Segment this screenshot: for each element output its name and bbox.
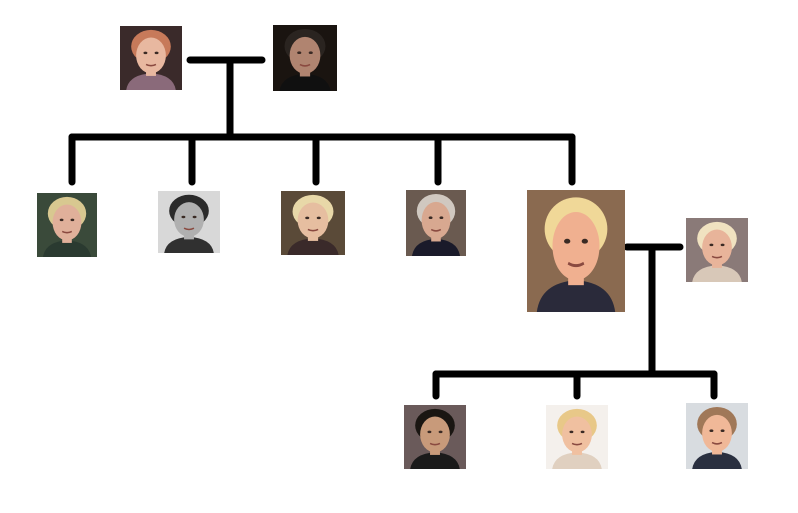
portrait-older-man-suit (406, 190, 466, 256)
portrait-older-woman-blonde-graphic (37, 193, 97, 257)
portrait-older-man-suit-graphic (406, 190, 466, 256)
portrait-older-woman-red-hair-graphic (120, 26, 182, 90)
portrait-older-man-mustache (273, 25, 337, 91)
portrait-older-woman-red-hair (120, 26, 182, 90)
portrait-woman-platinum-updo-graphic (686, 218, 748, 282)
portrait-woman-long-blonde-hair-graphic (546, 405, 608, 469)
portrait-man-dark-beard (404, 405, 466, 469)
portrait-woman-blonde-hair (281, 191, 345, 255)
portrait-man-blonde-hair-graphic (527, 190, 625, 312)
portrait-woman-blonde-hair-graphic (281, 191, 345, 255)
portrait-woman-long-blonde-hair (546, 405, 608, 469)
portrait-man-dark-beard-graphic (404, 405, 466, 469)
portrait-young-man-short-hair-graphic (686, 403, 748, 469)
portrait-young-man-bw-graphic (158, 191, 220, 253)
portrait-young-man-short-hair (686, 403, 748, 469)
portrait-older-woman-blonde (37, 193, 97, 257)
portrait-woman-platinum-updo (686, 218, 748, 282)
portrait-young-man-bw (158, 191, 220, 253)
portrait-older-man-mustache-graphic (273, 25, 337, 91)
portrait-man-blonde-hair (527, 190, 625, 312)
